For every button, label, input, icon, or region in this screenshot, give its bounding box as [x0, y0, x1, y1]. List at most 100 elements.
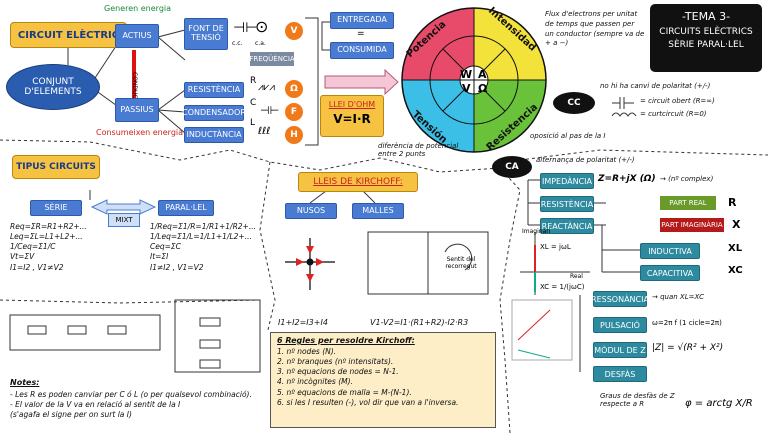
ca-resistencia-label: RESISTÈNCIA [540, 199, 594, 209]
font-tensio-box[interactable]: FONT DE TENSIÓ [184, 18, 228, 50]
par-line-1: 1/Req=Σ1/R=1/R1+1/R2+... [150, 222, 256, 231]
note-2: - El valor de la V va en relació al sent… [10, 400, 181, 410]
inductiva-box[interactable]: INDUCTIVA [640, 243, 700, 259]
resistencia-label: RESISTÈNCIA [187, 84, 241, 94]
ohm-formula: V=I·R [333, 112, 371, 126]
wheel-W: W [460, 68, 473, 81]
diferencia-note: diferència de potencial entre 2 punts [378, 142, 459, 158]
ohm-title: LLEI D'OHM [328, 100, 376, 109]
modul-box[interactable]: MÒDUL DE Z [593, 342, 647, 358]
nusos-label: NUSOS [296, 205, 326, 215]
farad-badge: F [285, 103, 303, 121]
ca-desc: alternança de polaritat (+/-) [536, 156, 635, 164]
ressonancia-label: RESSONÀNCIA [591, 294, 649, 304]
ca-resistencia-box[interactable]: RESISTÈNCIA [540, 196, 594, 212]
volt-badge: V [285, 22, 303, 40]
circuit-title-box: CIRCUIT ELÈCTRIC [10, 22, 127, 48]
rule-1: 1. nº nodes (N). [277, 347, 337, 356]
z-complex: → (nº complex) [660, 175, 714, 183]
capacitiva-label: CAPACITIVA [646, 268, 694, 278]
part-imag-box[interactable]: PART IMAGINÀRIA [660, 218, 724, 232]
dc-source-icon: ⊣⊢ [233, 20, 258, 36]
tema-line2: CIRCUITS ELÈCTRICS [659, 27, 753, 37]
tema-box: -TEMA 3- CIRCUITS ELÈCTRICS SÈRIE PARAL·… [650, 4, 762, 72]
actius-box[interactable]: ACTIUS [115, 24, 159, 48]
resistencia-box[interactable]: RESISTÈNCIA [184, 82, 244, 98]
kirchhoff-title: LLEIS DE KIRCHOFF: [313, 177, 403, 187]
par-line-3: Ceq=ΣC [150, 242, 181, 252]
part-imag-label: PART IMAGINÀRIA [661, 221, 723, 229]
part-real-box[interactable]: PART REAL [660, 196, 716, 210]
coil-icon: ℓℓℓ [258, 126, 271, 137]
desfas-label: DESFÀS [604, 369, 636, 379]
rules-title: 6 Regles per resoldre Kirchoff: [277, 336, 415, 345]
tema-line3: SÈRIE PARAL·LEL [668, 40, 744, 50]
xl-formula: XL = jωL [540, 243, 571, 251]
impedancia-label: IMPEDÀNCIA [541, 176, 593, 186]
ca-ellipse-label: CA [505, 162, 519, 172]
entregada-box[interactable]: ENTREGADA [330, 12, 394, 29]
note-3: (s'agafa el signe per on surt la I) [10, 410, 132, 420]
malles-box[interactable]: MALLES [352, 203, 404, 219]
cc-ellipse-label: CC [567, 98, 581, 108]
cc-label: c.c. [232, 40, 243, 47]
rule-6: 6. si les I resulten (-), vol dir que va… [277, 397, 459, 407]
passius-box[interactable]: PASSIUS [115, 98, 159, 122]
inductancia-box[interactable]: INDUCTÀNCIA [184, 127, 244, 143]
xc-letter: XC [728, 265, 743, 276]
cc-desc: no hi ha canvi de polaritat (+/-) [600, 82, 711, 90]
condensador-box[interactable]: CONDENSADOR [182, 105, 246, 121]
parallel-formulas: 1/Req=Σ1/R=1/R1+1/R2+... 1/Leq=Σ1/L=1/L1… [150, 222, 256, 273]
serie-line-4: Vt=ΣV [10, 252, 35, 262]
ohm-badge: Ω [285, 80, 303, 98]
serie-box[interactable]: SÈRIE [30, 200, 82, 216]
ohm-law-box: LLEI D'OHM V=I·R [320, 95, 384, 137]
flux-note: Flux d'electrons per unitat de temps que… [545, 10, 645, 48]
pulsacio-box[interactable]: PULSACIÓ [593, 317, 647, 333]
serie-formulas: Req=ΣR=R1+R2+... Leq=ΣL=L1+L2+... 1/Ceq=… [10, 222, 87, 273]
cc-ellipse: CC [553, 92, 595, 114]
rule-4: 4. nº incògnites (M). [277, 377, 353, 387]
wheel-V: V [462, 82, 471, 95]
malla-equation: V1-V2=I1·(R1+R2)-I2·R3 [370, 318, 469, 327]
impedancia-box[interactable]: IMPEDÀNCIA [540, 173, 594, 189]
mixt-label: MIXT [115, 216, 133, 224]
ca-ellipse: CA [492, 156, 532, 178]
consumida-box[interactable]: CONSUMIDA [330, 42, 394, 59]
entregada-label: ENTREGADA [337, 15, 387, 25]
c-symbol: C [250, 98, 257, 108]
notes-body: - Les R es poden canviar per C ó L (o pe… [10, 390, 268, 420]
note-1: - Les R es poden canviar per C ó L (o pe… [10, 390, 252, 399]
oposicio-note: oposició al pas de la I [530, 132, 606, 140]
frequencia-box[interactable]: FREQÜÈNCIA [249, 52, 295, 66]
pulsacio-label: PULSACIÓ [600, 320, 640, 330]
modul-label: MÒDUL DE Z [594, 345, 646, 355]
capacitiva-box[interactable]: CAPACITIVA [640, 265, 700, 281]
font-tensio-label: FONT DE TENSIÓ [188, 24, 224, 42]
consumida-label: CONSUMIDA [337, 45, 387, 55]
conjunt-ellipse: CONJUNT D'ELEMENTS [6, 64, 100, 110]
nus-equation: I1+I2=I3+I4 [278, 318, 328, 327]
rule-5: 5. nº equacions de malla = M-(N-1). [277, 387, 412, 397]
consumeixen-label: Consumeixen energia [96, 128, 184, 137]
xl-letter: XL [728, 243, 743, 254]
reactancia-box[interactable]: REACTÀNCIA [540, 218, 594, 234]
ressonancia-box[interactable]: RESSONÀNCIA [591, 291, 649, 307]
serie-line-3: 1/Ceq=Σ1/C [10, 242, 56, 252]
reactancia-label: REACTÀNCIA [541, 221, 593, 231]
nusos-box[interactable]: NUSOS [285, 203, 337, 219]
desfas-box[interactable]: DESFÀS [593, 366, 647, 382]
z-formula: Z=R+jX (Ω) [598, 174, 656, 184]
xc-formula: XC = 1/(jωC) [540, 283, 585, 291]
part-real-label: PART REAL [669, 199, 707, 207]
henry-badge: H [285, 126, 303, 144]
conjunt-label: CONJUNT D'ELEMENTS [24, 77, 82, 97]
ressonancia-note: → quan XL=XC [652, 293, 705, 301]
r-letter: R [728, 196, 737, 209]
mixt-box[interactable]: MIXT [108, 213, 140, 227]
parallel-box[interactable]: PARAL·LEL [158, 200, 214, 216]
par-line-4: It=ΣI [150, 252, 169, 262]
wheel-A: A [478, 68, 487, 81]
x-letter: X [732, 218, 741, 231]
